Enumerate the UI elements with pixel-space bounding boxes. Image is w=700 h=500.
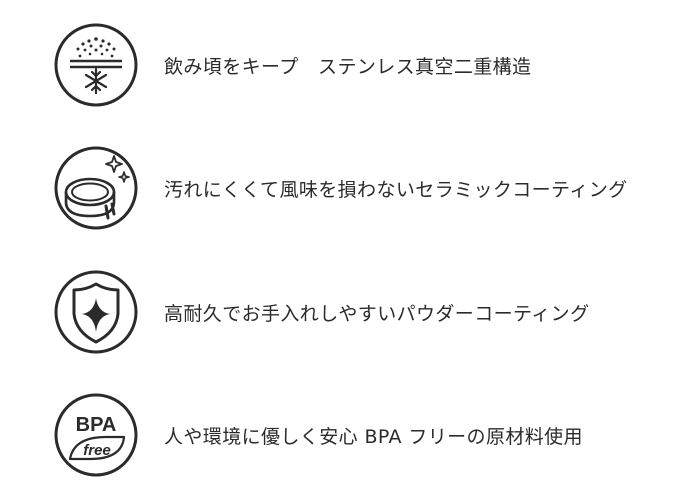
feature-item-ceramic-coating: 汚れにくくて風味を損わないセラミックコーティング	[54, 146, 694, 230]
feature-text: 飲み頃をキープ ステンレス真空二重構造	[164, 55, 532, 78]
feature-item-bpa-free: BPA free 人や環境に優しく安心 BPA フリーの原材料使用	[54, 393, 694, 477]
bpa-free-leaf-icon: BPA free	[54, 393, 138, 477]
feature-text: 人や環境に優しく安心 BPA フリーの原材料使用	[164, 425, 583, 448]
feature-item-vacuum-insulation: 飲み頃をキープ ステンレス真空二重構造	[54, 23, 694, 107]
feature-text: 高耐久でお手入れしやすいパウダーコーティング	[164, 302, 590, 325]
shield-icon	[54, 270, 138, 354]
cooling-snowflake-icon	[54, 23, 138, 107]
feature-item-powder-coating: 高耐久でお手入れしやすいパウダーコーティング	[54, 270, 694, 354]
feature-text: 汚れにくくて風味を損わないセラミックコーティング	[164, 178, 628, 201]
bpa-label: BPA	[76, 414, 117, 436]
ceramic-pot-sparkle-icon	[54, 146, 138, 230]
free-label: free	[83, 442, 111, 459]
